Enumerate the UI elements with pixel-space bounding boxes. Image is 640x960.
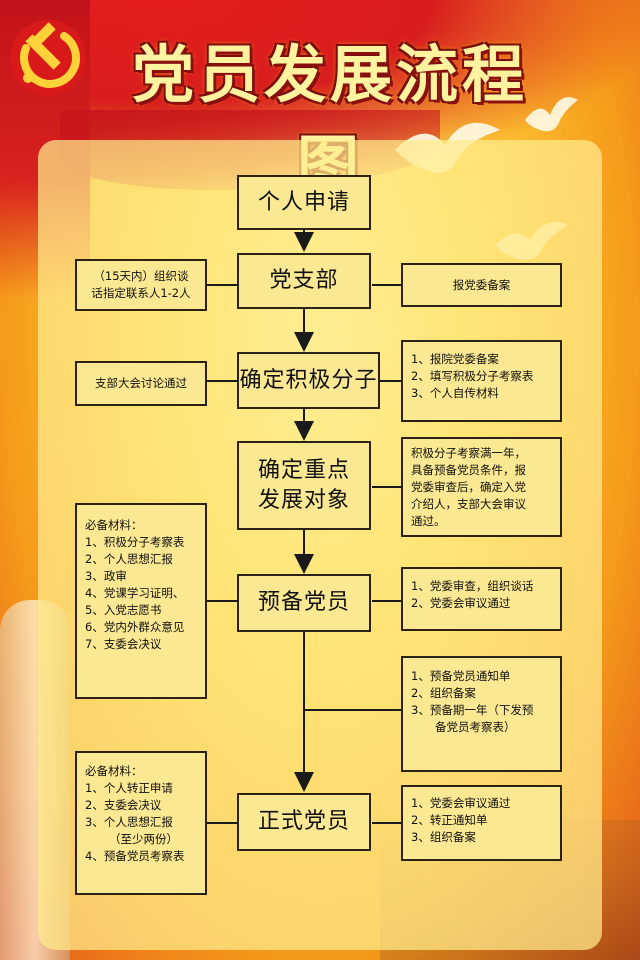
step-label-line1: 确定重点 bbox=[257, 457, 350, 483]
step-label: 正式党员 bbox=[257, 809, 350, 834]
note-branch-talk: （15天内）组织谈 话指定联系人1-2人 bbox=[75, 259, 207, 311]
note-line: 2、转正通知单 bbox=[411, 813, 488, 827]
step-label-line2: 发展对象 bbox=[257, 487, 350, 513]
note-line: 党委审查后，确定入党 bbox=[411, 480, 526, 494]
note-item: 1、个人转正申请 bbox=[85, 781, 173, 795]
note-line: 支部大会讨论通过 bbox=[95, 376, 187, 390]
note-line: 1、报院党委备案 bbox=[411, 352, 499, 366]
note-activist-steps: 1、报院党委备案 2、填写积极分子考察表 3、个人自传材料 bbox=[401, 340, 562, 422]
note-line: 1、党委会审议通过 bbox=[411, 796, 511, 810]
note-probation-period: 1、预备党员通知单 2、组织备案 3、预备期一年（下发预 备党员考察表） bbox=[401, 656, 562, 772]
note-item: 3、个人思想汇报 bbox=[85, 815, 173, 829]
note-line: 报党委备案 bbox=[452, 277, 511, 292]
step-label: 党支部 bbox=[269, 268, 339, 293]
note-item: 2、个人思想汇报 bbox=[85, 552, 173, 566]
note-line: （15天内）组织谈 bbox=[93, 269, 189, 283]
note-report-party-committee: 报党委备案 bbox=[401, 263, 562, 307]
step-party-branch: 党支部 bbox=[237, 253, 371, 309]
note-required-materials-2: 必备材料： 1、个人转正申请 2、支委会决议 3、个人思想汇报 （至少两份） 4… bbox=[75, 751, 207, 895]
note-item: 7、支委会决议 bbox=[85, 637, 162, 651]
note-line: 2、填写积极分子考察表 bbox=[411, 369, 534, 383]
note-full-member-steps: 1、党委会审议通过 2、转正通知单 3、组织备案 bbox=[401, 785, 562, 861]
note-line: 2、党委会审议通过 bbox=[411, 596, 511, 610]
note-line: 备党员考察表） bbox=[435, 720, 516, 734]
step-label: 确定积极分子 bbox=[239, 367, 378, 393]
note-key-target-conditions: 积极分子考察满一年， 具备预备党员条件，报 党委审查后，确定入党 介绍人，支部大… bbox=[401, 437, 562, 537]
step-personal-application: 个人申请 bbox=[237, 175, 371, 230]
step-key-development-target: 确定重点 发展对象 bbox=[237, 441, 371, 530]
note-line: 1、预备党员通知单 bbox=[411, 669, 511, 683]
note-line: 3、组织备案 bbox=[411, 830, 476, 844]
note-probationary-review: 1、党委审查，组织谈话 2、党委会审议通过 bbox=[401, 567, 562, 631]
note-line: 话指定联系人1-2人 bbox=[91, 286, 191, 300]
note-line: 2、组织备案 bbox=[411, 686, 476, 700]
step-probationary-member: 预备党员 bbox=[237, 574, 371, 632]
note-item: 4、党课学习证明、 bbox=[85, 586, 185, 600]
hammer-sickle-icon bbox=[10, 20, 86, 96]
note-branch-meeting: 支部大会讨论通过 bbox=[75, 361, 207, 406]
dove-icon bbox=[525, 97, 578, 132]
note-item: 4、预备党员考察表 bbox=[85, 849, 185, 863]
note-required-materials-1: 必备材料： 1、积极分子考察表 2、个人思想汇报 3、政审 4、党课学习证明、 … bbox=[75, 503, 207, 699]
note-line: 3、个人自传材料 bbox=[411, 386, 499, 400]
note-item: （至少两份） bbox=[109, 832, 178, 846]
step-activist: 确定积极分子 bbox=[237, 352, 380, 409]
note-heading: 必备材料： bbox=[85, 518, 143, 532]
note-line: 积极分子考察满一年， bbox=[411, 446, 526, 460]
note-line: 介绍人，支部大会审议 bbox=[411, 497, 526, 511]
note-heading: 必备材料： bbox=[85, 764, 143, 778]
note-line: 1、党委审查，组织谈话 bbox=[411, 579, 534, 593]
note-item: 2、支委会决议 bbox=[85, 798, 162, 812]
step-label: 预备党员 bbox=[257, 590, 350, 615]
note-line: 3、预备期一年（下发预 bbox=[411, 703, 534, 717]
note-item: 1、积极分子考察表 bbox=[85, 535, 185, 549]
note-line: 通过。 bbox=[411, 514, 446, 528]
note-item: 6、党内外群众意见 bbox=[85, 620, 185, 634]
step-label: 个人申请 bbox=[257, 189, 350, 215]
step-full-member: 正式党员 bbox=[237, 793, 371, 851]
note-item: 5、入党志愿书 bbox=[85, 603, 162, 617]
note-line: 具备预备党员条件，报 bbox=[411, 463, 526, 477]
note-item: 3、政审 bbox=[85, 569, 127, 583]
